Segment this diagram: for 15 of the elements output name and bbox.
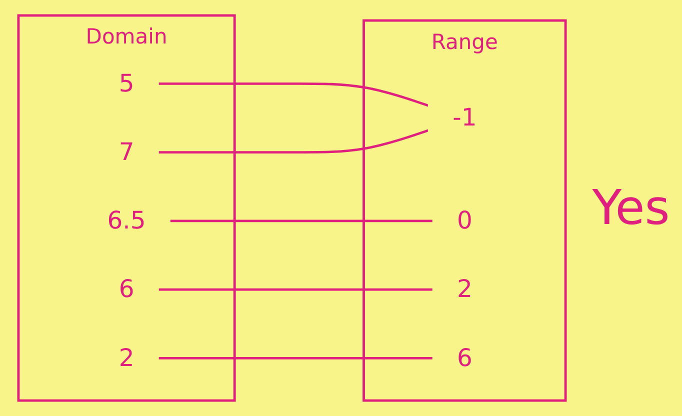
node-text: 0 [457, 206, 473, 236]
node-text: 2 [119, 344, 134, 372]
node-text: 6 [119, 275, 134, 304]
connector [158, 288, 433, 291]
connector [170, 220, 433, 222]
connector [158, 82, 429, 107]
node-text: 6 [457, 344, 473, 372]
node-text: 2 [457, 275, 473, 304]
note-text: Yes [592, 180, 670, 236]
node-text: 6.5 [108, 206, 146, 236]
node-text: 7 [119, 138, 134, 166]
connector [158, 356, 433, 360]
node-text: -1 [452, 104, 477, 132]
connector [158, 129, 429, 154]
node-text: 5 [119, 70, 134, 98]
